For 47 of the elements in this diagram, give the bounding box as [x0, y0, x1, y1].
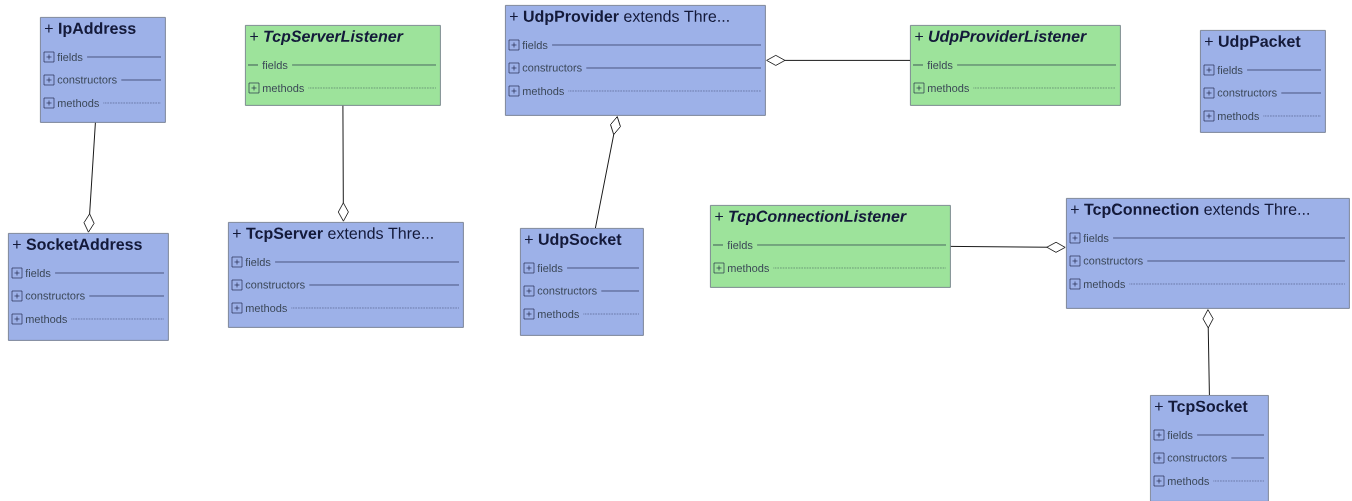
class-name: + UdpSocket	[525, 233, 622, 249]
compartment-label: methods	[1083, 279, 1125, 289]
aggregation-line	[337, 105, 349, 222]
compartment-label: fields	[57, 52, 83, 62]
compartment-label: fields	[262, 60, 288, 70]
aggregation-line	[950, 241, 1066, 253]
compartment-label: methods	[727, 263, 769, 273]
class-name: + UdpProvider extends Thre...	[510, 10, 729, 26]
compartment-label: constructors	[1217, 89, 1277, 97]
compartment-label: constructors	[522, 64, 582, 72]
aggregation-line	[766, 54, 911, 66]
compartment-label: constructors	[245, 281, 305, 289]
class-name: + TcpConnectionListener	[715, 210, 907, 226]
compartment-label: methods	[245, 303, 287, 313]
compartment-label: fields	[1167, 430, 1193, 440]
aggregation-line	[594, 116, 621, 229]
compartment-label: methods	[522, 86, 564, 96]
class-name: + TcpServerListener	[250, 30, 404, 46]
compartment-label: methods	[927, 83, 969, 93]
compartment-label: fields	[927, 60, 953, 70]
compartment-label: methods	[1167, 476, 1209, 486]
class-name: + UdpProviderListener	[915, 30, 1087, 46]
compartment-label: fields	[25, 268, 51, 278]
compartment-label: constructors	[1167, 454, 1227, 462]
compartment-label: methods	[57, 98, 99, 108]
compartment-label: fields	[245, 257, 271, 267]
compartment-label: constructors	[57, 76, 117, 84]
compartment-label: fields	[537, 263, 563, 273]
compartment-label: fields	[1217, 65, 1243, 75]
aggregation-line	[1202, 309, 1214, 396]
compartment-label: fields	[727, 240, 753, 250]
class-name: + UdpPacket	[1205, 35, 1301, 51]
aggregation-line	[83, 122, 96, 233]
compartment-label: constructors	[1083, 257, 1143, 265]
compartment-label: fields	[1083, 233, 1109, 243]
compartment-label: constructors	[25, 292, 85, 300]
compartment-label: methods	[537, 309, 579, 319]
compartment-label: methods	[1217, 111, 1259, 121]
compartment-label: fields	[522, 40, 548, 50]
class-name: + TcpServer extends Thre...	[233, 227, 433, 243]
class-name: + SocketAddress	[13, 238, 142, 250]
compartment-label: constructors	[537, 287, 597, 295]
class-name: + TcpSocket	[1155, 400, 1248, 416]
class-name: + IpAddress	[45, 22, 136, 38]
class-name: + TcpConnection extends Thre...	[1071, 203, 1309, 219]
compartment-label: methods	[262, 83, 304, 93]
compartment-label: methods	[25, 314, 67, 324]
